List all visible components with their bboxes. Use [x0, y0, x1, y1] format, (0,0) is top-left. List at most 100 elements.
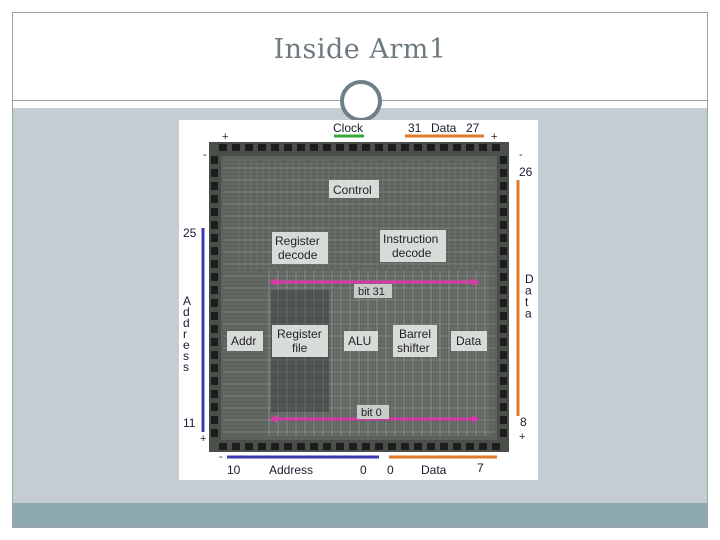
bond-pad — [388, 144, 396, 151]
data-block — [451, 331, 487, 351]
bit-0-arrow-head-left — [269, 415, 277, 423]
bond-pad — [479, 144, 487, 151]
bond-pad — [362, 144, 370, 151]
data-vertical-letter: D — [525, 272, 534, 286]
bond-pad — [479, 443, 487, 450]
data-block-label: Data — [456, 334, 482, 348]
bond-pad — [388, 443, 396, 450]
register-decode-label-2: decode — [278, 248, 318, 262]
chip-diagram: + + Clock 31 Data 27 - 10 Address 0 0 Da… — [183, 121, 534, 477]
bond-pad — [310, 443, 318, 450]
bond-pad — [427, 443, 435, 450]
bond-pad — [211, 182, 218, 190]
bond-pad — [401, 443, 409, 450]
bond-pad — [500, 208, 507, 216]
bond-pad — [219, 443, 227, 450]
bond-pad — [336, 144, 344, 151]
register-file-block — [272, 325, 328, 357]
bond-pad — [466, 443, 474, 450]
bond-pad — [500, 169, 507, 177]
bond-pad — [245, 144, 253, 151]
bond-pad — [211, 351, 218, 359]
bond-pad — [414, 443, 422, 450]
bond-pad — [258, 144, 266, 151]
slide-title: Inside Arm1 — [273, 34, 447, 65]
bond-pad — [219, 144, 227, 151]
bond-pad — [500, 364, 507, 372]
address-vertical-letter: d — [183, 305, 190, 319]
addr-label: Addr — [231, 334, 256, 348]
alu-block — [344, 331, 378, 351]
bond-pad — [211, 221, 218, 229]
address-bottom-end: 0 — [360, 463, 367, 477]
bond-pad — [427, 144, 435, 151]
barrel-shifter-label-2: shifter — [397, 341, 430, 355]
bond-pad — [211, 195, 218, 203]
pad-ring — [211, 144, 507, 450]
bond-pad — [232, 443, 240, 450]
barrel-shifter-label-1: Barrel — [399, 327, 431, 341]
bond-pad — [211, 169, 218, 177]
bottom-bar — [13, 503, 707, 527]
chip-die-image: + + Clock 31 Data 27 - 10 Address 0 0 Da… — [179, 120, 538, 480]
plus-sign: + — [200, 433, 206, 445]
bond-pad — [500, 299, 507, 307]
bond-pad — [500, 195, 507, 203]
bit-31-arrow-head-left — [269, 278, 277, 286]
bond-pad — [500, 416, 507, 424]
bond-pad — [258, 443, 266, 450]
address-vertical-letter: r — [183, 327, 187, 341]
bond-pad — [500, 429, 507, 437]
bond-pad — [211, 247, 218, 255]
bond-pad — [323, 443, 331, 450]
bond-pad — [500, 312, 507, 320]
address-vertical-label: Address — [183, 294, 191, 374]
bond-pad — [453, 443, 461, 450]
bond-pad — [500, 403, 507, 411]
control-block — [329, 180, 379, 198]
instruction-decode-label-1: Instruction — [383, 232, 438, 246]
instruction-decode-block — [380, 230, 446, 262]
bond-pad — [232, 144, 240, 151]
bond-pad — [500, 221, 507, 229]
data-vertical-label: Data — [525, 272, 534, 321]
plus-sign: + — [222, 131, 228, 143]
control-label: Control — [333, 183, 372, 197]
bond-pad — [211, 364, 218, 372]
bit-31-arrow-head-right — [472, 278, 480, 286]
minus-sign: - — [219, 451, 223, 463]
bond-pad — [349, 443, 357, 450]
bond-pad — [211, 273, 218, 281]
alu-label: ALU — [348, 334, 371, 348]
data-vertical-letter: t — [525, 295, 529, 309]
bond-pad — [211, 403, 218, 411]
bond-pad — [211, 338, 218, 346]
bond-pad — [440, 443, 448, 450]
address-vertical-letter: e — [183, 338, 190, 352]
bond-pad — [211, 429, 218, 437]
bond-pad — [500, 390, 507, 398]
bond-pad — [211, 312, 218, 320]
bond-pad — [375, 144, 383, 151]
bond-pad — [500, 351, 507, 359]
bond-pad — [211, 390, 218, 398]
bit-0-label: bit 0 — [361, 407, 382, 419]
bit-31-label: bit 31 — [358, 286, 385, 298]
data-right-high: 26 — [519, 165, 533, 179]
data-vertical-letter: a — [525, 307, 532, 321]
minus-sign: - — [519, 149, 523, 161]
bond-pad — [211, 299, 218, 307]
bond-pad — [211, 416, 218, 424]
bond-pad — [466, 144, 474, 151]
bit-0-arrow-head-right — [472, 415, 480, 423]
data-top-low-number: 27 — [466, 121, 480, 135]
bond-pad — [500, 286, 507, 294]
register-file-label-1: Register — [277, 327, 322, 341]
bond-pad — [375, 443, 383, 450]
bond-pad — [211, 234, 218, 242]
clock-label: Clock — [333, 121, 364, 135]
address-bottom-start: 10 — [227, 463, 241, 477]
bond-pad — [211, 156, 218, 164]
data-right-low: 8 — [520, 415, 527, 429]
bond-pad — [284, 443, 292, 450]
